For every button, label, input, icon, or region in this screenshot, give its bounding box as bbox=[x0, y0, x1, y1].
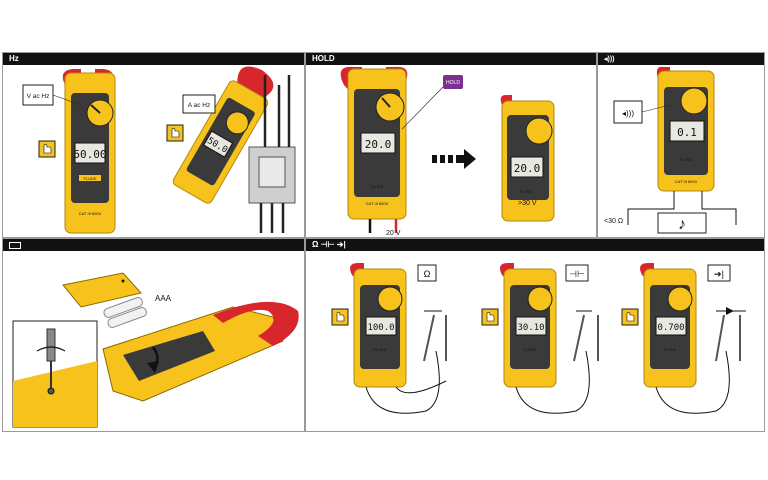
panel-hz-title: Hz bbox=[3, 53, 304, 65]
panel-continuity-title: ◂))) bbox=[598, 53, 764, 65]
lcd-display bbox=[74, 142, 106, 164]
screwdriver-icon bbox=[46, 328, 56, 389]
svg-text:A ac Hz: A ac Hz bbox=[188, 102, 210, 109]
panel-hz: Hz 50.00 FLUKE CAT III 600V V ac Hz 50.0 bbox=[2, 52, 305, 238]
panel-battery-title bbox=[3, 239, 304, 251]
hold-button[interactable] bbox=[443, 75, 463, 89]
svg-text:FLUKE: FLUKE bbox=[84, 176, 97, 181]
music-note-icon bbox=[657, 212, 707, 234]
continuity-illustration: 0.1 FLUKE CAT III 600V ◂))) ♪ <30 Ω bbox=[604, 66, 737, 234]
svg-text:V ac Hz: V ac Hz bbox=[27, 93, 50, 100]
lcd-ohm: 100.0 bbox=[367, 323, 394, 333]
hold-illustration: 20.0 FLUKE CAT III 600V 20 V HOLD 20.0 F… bbox=[340, 66, 555, 237]
meter-cap: 30.10 FLUKE bbox=[500, 263, 557, 388]
svg-text:CAT III 600V: CAT III 600V bbox=[675, 179, 698, 184]
battery-illustration: AAA bbox=[12, 272, 299, 428]
panel-hold-title: HOLD bbox=[306, 53, 596, 65]
battery-icon bbox=[9, 242, 21, 249]
svg-text:FLUKE: FLUKE bbox=[524, 347, 537, 352]
svg-text:CAT III 600V: CAT III 600V bbox=[366, 201, 389, 206]
panel-battery: AAA bbox=[2, 238, 305, 432]
svg-text:♪: ♪ bbox=[678, 216, 686, 233]
rotary-dial-cap[interactable] bbox=[527, 286, 553, 312]
battery-cover bbox=[62, 272, 142, 308]
ohm-callout bbox=[417, 264, 437, 282]
svg-text:➔|: ➔| bbox=[714, 269, 724, 279]
rotary-dial-ohm[interactable] bbox=[377, 286, 403, 312]
svg-text:HOLD: HOLD bbox=[446, 80, 460, 86]
rotary-dial-tilted[interactable] bbox=[222, 108, 252, 138]
clamp-jaw-battery bbox=[213, 301, 299, 346]
hold-threshold: >30 V bbox=[518, 200, 537, 207]
lcd-diode: 0.700 bbox=[657, 323, 684, 333]
hold-voltage: 20 V bbox=[386, 230, 401, 237]
diode-icon bbox=[707, 264, 731, 282]
speaker-icon: ◂))) bbox=[604, 56, 615, 63]
aaa-batteries bbox=[103, 297, 147, 328]
callout-aac bbox=[182, 94, 216, 114]
speaker-icon-callout: ◂))) bbox=[622, 109, 634, 118]
meter-ohm: 100.0 FLUKE bbox=[350, 263, 407, 388]
svg-text:⊣⊢: ⊣⊢ bbox=[569, 269, 585, 279]
lcd-cont: 0.1 bbox=[677, 126, 697, 139]
lcd-hold-2: 20.0 bbox=[514, 162, 541, 175]
svg-text:FLUKE: FLUKE bbox=[371, 184, 384, 189]
panel-hold: HOLD 20.0 FLUKE CAT III 600V 20 V HOLD bbox=[305, 52, 597, 238]
svg-text:FLUKE: FLUKE bbox=[680, 157, 693, 162]
svg-text:Ω: Ω bbox=[424, 269, 431, 279]
hz-illustration: 50.00 FLUKE CAT III 600V V ac Hz 50.0 A … bbox=[22, 66, 296, 234]
brand-plate bbox=[79, 175, 101, 181]
lcd-hold-1: 20.0 bbox=[365, 138, 392, 151]
panel-ohm-title: Ω ⊣⊢ ➔| bbox=[306, 239, 764, 251]
svg-text:FLUKE: FLUKE bbox=[374, 347, 387, 352]
svg-text:CAT III 600V: CAT III 600V bbox=[79, 211, 102, 216]
ohm-illustration: 100.0 FLUKE Ω 30.10 FLUKE ⊣⊢ bbox=[331, 263, 746, 414]
rotary-dial-hold-2[interactable] bbox=[525, 117, 553, 145]
panel-ohm: Ω ⊣⊢ ➔| 100.0 FLUKE Ω 30.10 FLUKE bbox=[305, 238, 765, 432]
panel-continuity: ◂))) 0.1 FLUKE CAT III 600V ◂))) ♪ <30 Ω bbox=[597, 52, 765, 238]
svg-text:FLUKE: FLUKE bbox=[520, 189, 533, 194]
svg-text:FLUKE: FLUKE bbox=[664, 347, 677, 352]
rotary-dial-cont[interactable] bbox=[680, 87, 708, 115]
battery-label: AAA bbox=[155, 294, 172, 303]
meter-diode: 0.700 FLUKE bbox=[640, 263, 697, 388]
lcd-value: 50.00 bbox=[73, 148, 106, 161]
lcd-cap: 30.10 bbox=[517, 323, 544, 333]
rotary-dial-diode[interactable] bbox=[667, 286, 693, 312]
capacitor-icon bbox=[565, 264, 589, 282]
cont-resistance: <30 Ω bbox=[604, 218, 623, 225]
dashed-arrow-icon bbox=[432, 149, 476, 169]
